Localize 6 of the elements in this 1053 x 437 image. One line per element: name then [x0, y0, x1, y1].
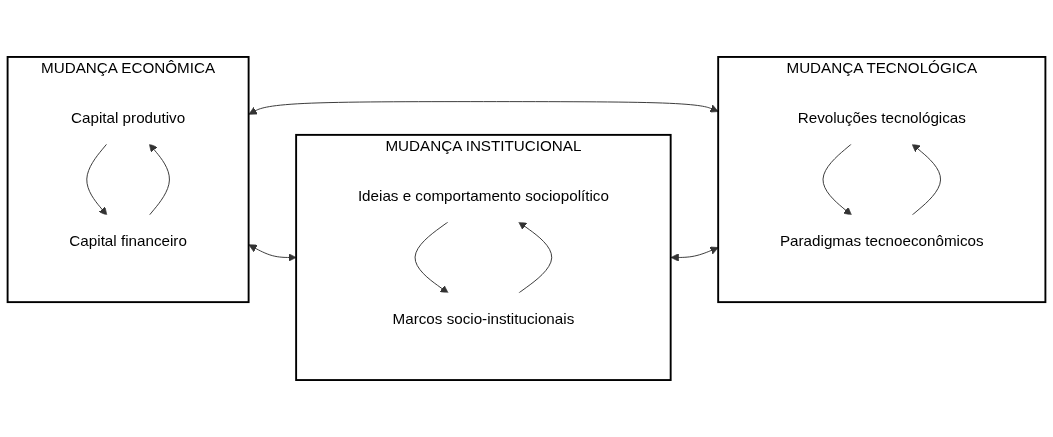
node-text: Capital financeiro: [69, 232, 187, 249]
node-text: Paradigmas tecnoeconômicos: [779, 232, 984, 249]
node-text: Ideias e comportamento sociopolítico: [357, 187, 609, 204]
node-text: Capital produtivo: [71, 109, 186, 126]
node-text: Marcos socio-institucionais: [392, 310, 575, 327]
node-text: Revoluções tecnológicas: [797, 109, 966, 126]
